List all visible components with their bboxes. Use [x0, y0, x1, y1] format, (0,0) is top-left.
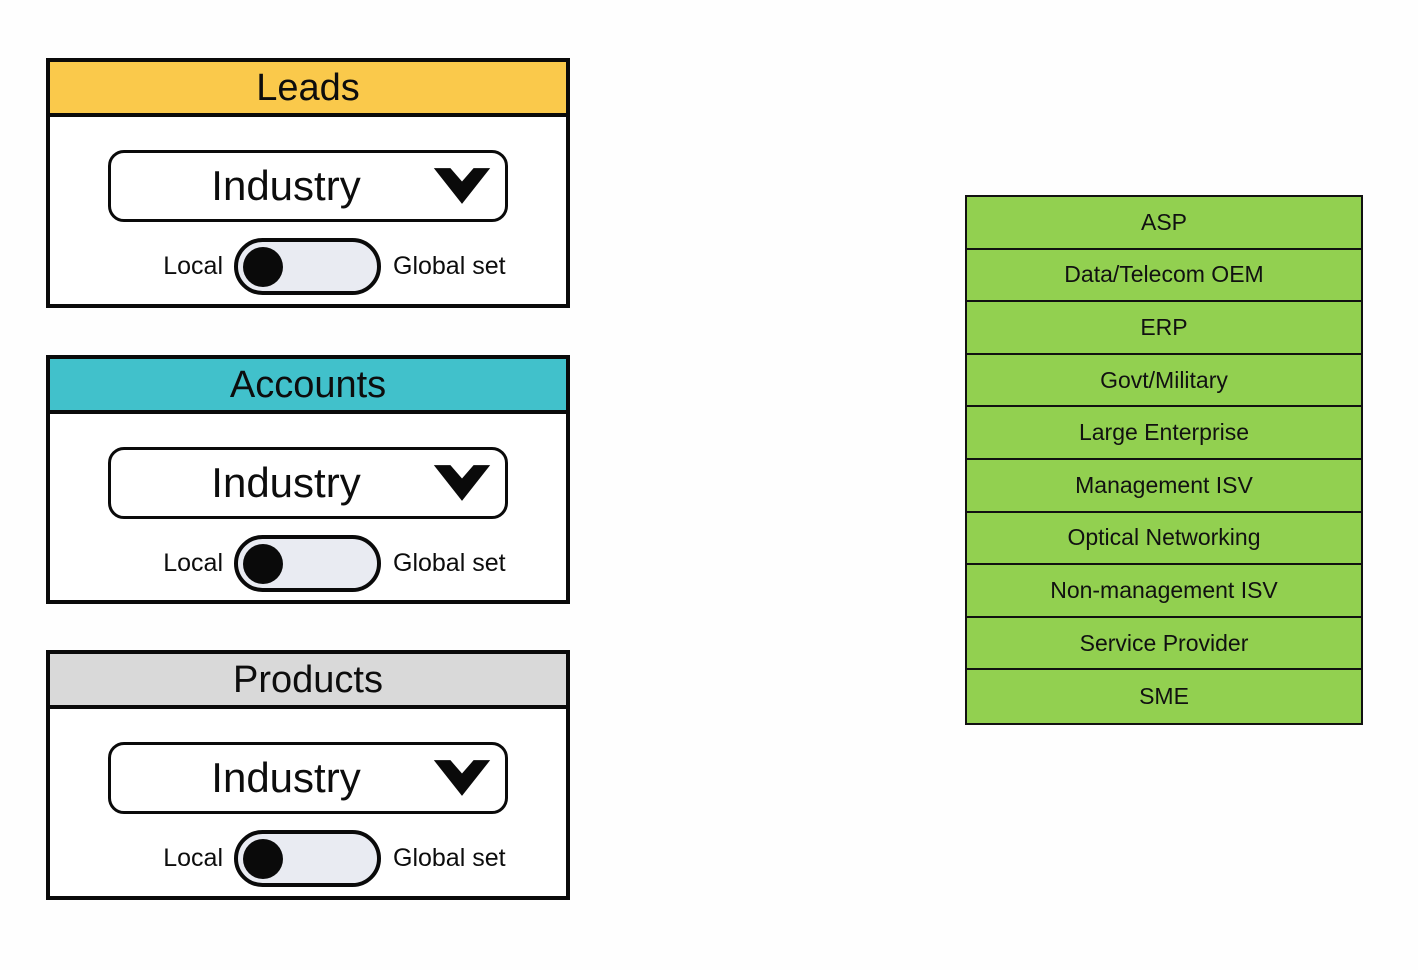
toggle-row: Local Global set: [50, 535, 566, 592]
chevron-down-icon: [433, 465, 491, 501]
local-label: Local: [163, 844, 223, 872]
toggle-knob: [243, 246, 283, 287]
industry-list-item: Large Enterprise: [967, 407, 1361, 460]
dropdown-selected-value: Industry: [211, 754, 361, 801]
industry-dropdown[interactable]: Industry: [108, 742, 508, 814]
industry-dropdown[interactable]: Industry: [108, 447, 508, 519]
industry-list-item: Service Provider: [967, 617, 1361, 671]
industry-values-list: ASP Data/Telecom OEM ERP Govt/Military L…: [965, 195, 1363, 725]
chevron-down-icon: [433, 760, 491, 796]
toggle-knob: [243, 543, 283, 584]
industry-list-item: SME: [967, 670, 1361, 723]
accounts-panel-header: Accounts: [50, 359, 566, 414]
toggle-knob: [243, 838, 283, 879]
toggle-row: Local Global set: [50, 830, 566, 887]
industry-list-item: Data/Telecom OEM: [967, 249, 1361, 303]
dropdown-selected-value: Industry: [211, 459, 361, 506]
industry-list-item: Govt/Military: [967, 354, 1361, 408]
industry-dropdown[interactable]: Industry: [108, 150, 508, 222]
global-set-label: Global set: [393, 844, 506, 872]
dropdown-selected-value: Industry: [211, 162, 361, 209]
local-global-toggle[interactable]: [234, 535, 381, 592]
industry-list-item: Optical Networking: [967, 512, 1361, 566]
panel-title: Accounts: [229, 363, 387, 406]
accounts-panel: Accounts Industry Local Global set: [46, 355, 570, 604]
industry-list-item: Non-management ISV: [967, 565, 1361, 618]
local-label: Local: [163, 252, 223, 280]
panel-title: Leads: [256, 66, 360, 109]
local-global-toggle[interactable]: [234, 830, 381, 887]
products-panel-header: Products: [50, 654, 566, 709]
local-global-toggle[interactable]: [234, 238, 381, 295]
industry-list-item: ERP: [967, 302, 1361, 355]
chevron-down-icon: [433, 168, 491, 204]
products-panel: Products Industry Local Global set: [46, 650, 570, 900]
local-label: Local: [163, 549, 223, 577]
panel-title: Products: [233, 658, 383, 701]
industry-list-item: ASP: [967, 197, 1361, 250]
global-set-label: Global set: [393, 252, 506, 280]
global-set-label: Global set: [393, 549, 506, 577]
industry-list-item: Management ISV: [967, 459, 1361, 513]
leads-panel-header: Leads: [50, 62, 566, 117]
toggle-row: Local Global set: [50, 238, 566, 295]
leads-panel: Leads Industry Local Global set: [46, 58, 570, 308]
